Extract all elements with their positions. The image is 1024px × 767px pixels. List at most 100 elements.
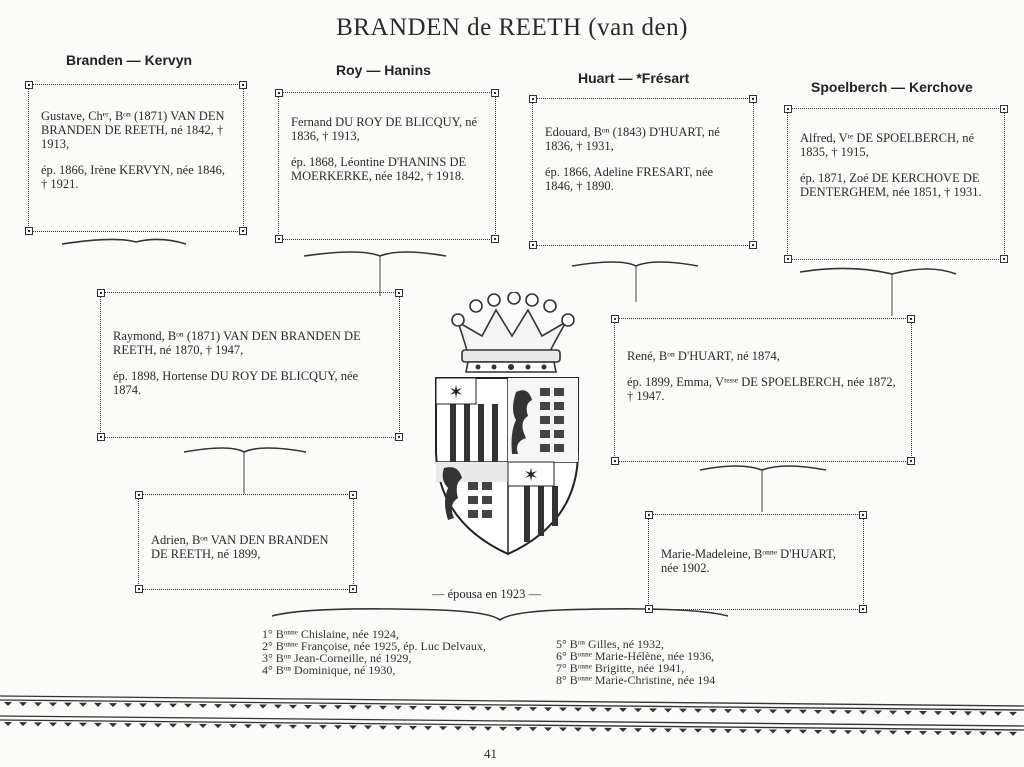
border-ornament [874,730,882,735]
border-ornament [1009,731,1017,736]
border-ornament [49,702,57,707]
border-ornament [859,710,867,715]
border-ornament [4,722,12,727]
person-line: René, Bᵒⁿ D'HUART, né 1874, [627,349,780,363]
marriage-note: — épousa en 1923 — [432,587,542,601]
brace-line [303,251,447,257]
border-ornament [889,730,897,735]
border-ornament [904,710,912,715]
border-ornament [34,722,42,727]
border-ornament [799,709,807,714]
border-ornament [469,706,477,711]
border-ornament [679,728,687,733]
border-ornament [199,703,207,708]
person-line: Alfred, Vᵗᵉ DE SPOELBERCH, né 1835, † 19… [800,131,975,159]
person-box-edouard: Edouard, Bᵒⁿ (1843) D'HUART, né 1836, † … [529,95,757,249]
person-line: Marie-Madeleine, Bᵒⁿⁿᵉ D'HUART, née 1902… [661,547,836,575]
person-box-marie-madeleine: Marie-Madeleine, Bᵒⁿⁿᵉ D'HUART, née 1902… [645,511,867,613]
border-ornament [754,709,762,714]
person-line: Fernand DU ROY DE BLICQUY, né 1836, † 19… [291,115,478,143]
border-ornament [604,727,612,732]
border-ornament [379,705,387,710]
child-entry: 6° Bᵒⁿⁿᵉ Marie-Hélène, née 1936, [556,649,715,663]
border-ornament [754,729,762,734]
page-title: BRANDEN de REETH (van den) [336,14,688,41]
border-ornament [484,726,492,731]
border-ornament [814,729,822,734]
border-ornament [784,709,792,714]
border-ornament [259,724,267,729]
border-ornament [559,727,567,732]
border-ornament [394,725,402,730]
border-ornament [349,725,357,730]
border-ornament [334,725,342,730]
border-ornament [634,728,642,733]
border-ornament [664,708,672,713]
border-ornament [994,711,1002,716]
child-entry: 4° Bᵒⁿ Dominique, né 1930, [262,663,396,677]
decorative-border [0,695,1024,736]
border-ornament [709,708,717,713]
marriage-line: ép. 1899, Emma, Vᵗᵉˢˢᵉ DE SPOELBERCH, né… [627,375,896,403]
border-ornament [379,725,387,730]
border-ornament [949,711,957,716]
svg-text:✶: ✶ [523,465,538,486]
border-ornament [454,726,462,731]
border-ornament [154,703,162,708]
border-ornament [529,727,537,732]
border-ornament [349,705,357,710]
person-box-adrien: Adrien, Bᵒⁿ VAN DEN BRANDEN DE REETH, né… [135,491,357,593]
border-ornament [439,726,447,731]
border-ornament [1009,711,1017,716]
border-ornament [769,729,777,734]
child-entry: 2° Bᵒⁿⁿᵉ Françoise, née 1925, ép. Luc De… [262,639,486,653]
border-ornament [439,706,447,711]
border-ornament [289,704,297,709]
border-ornament [244,704,252,709]
border-ornament [64,722,72,727]
border-ornament [514,727,522,732]
border-ornament [739,709,747,714]
children-list-left: 1° Bᵒⁿⁿᵉ Chislaine, née 1924, 2° Bᵒⁿⁿᵉ F… [262,628,486,676]
border-ornament [64,702,72,707]
svg-text:✶: ✶ [448,382,463,403]
border-ornament [409,705,417,710]
page-number: 41 [484,746,497,761]
border-ornament [979,711,987,716]
child-entry: 7° Bᵒⁿⁿᵉ Brigitte, née 1941, [556,661,685,675]
person-line: Gustave, Chᵉʳ, Bᵒⁿ (1871) VAN DEN BRANDE… [41,109,225,151]
border-ornament [79,722,87,727]
border-ornament [649,708,657,713]
border-ornament [154,723,162,728]
border-ornament [649,728,657,733]
border-ornament [799,729,807,734]
marriage-line: ép. 1871, Zoé DE KERCHOVE DE DENTERGHEM,… [800,171,982,199]
border-ornament [619,728,627,733]
border-ornament [229,724,237,729]
brace-line [699,465,827,471]
border-ornament [139,723,147,728]
children-list-right: 5° Bᵒⁿ Gilles, né 1932, 6° Bᵒⁿⁿᵉ Marie-H… [556,638,715,686]
person-line: Edouard, Bᵒⁿ (1843) D'HUART, né 1836, † … [545,125,720,153]
border-ornament [994,731,1002,736]
border-ornament [544,707,552,712]
border-ornament [934,731,942,736]
border-ornament [394,705,402,710]
border-ornament [94,722,102,727]
border-ornament [124,723,132,728]
border-ornament [574,727,582,732]
border-ornament [559,707,567,712]
border-ornament [334,705,342,710]
header-roy-hanins: Roy — Hanins [336,62,431,78]
border-ornament [499,706,507,711]
border-ornament [319,705,327,710]
border-ornament [244,724,252,729]
border-ornament [589,727,597,732]
brace-line [61,238,187,245]
border-ornament [529,707,537,712]
border-ornament [694,708,702,713]
border-ornament [589,707,597,712]
border-ornament [784,729,792,734]
border-ornament [874,710,882,715]
border-ornament [79,702,87,707]
